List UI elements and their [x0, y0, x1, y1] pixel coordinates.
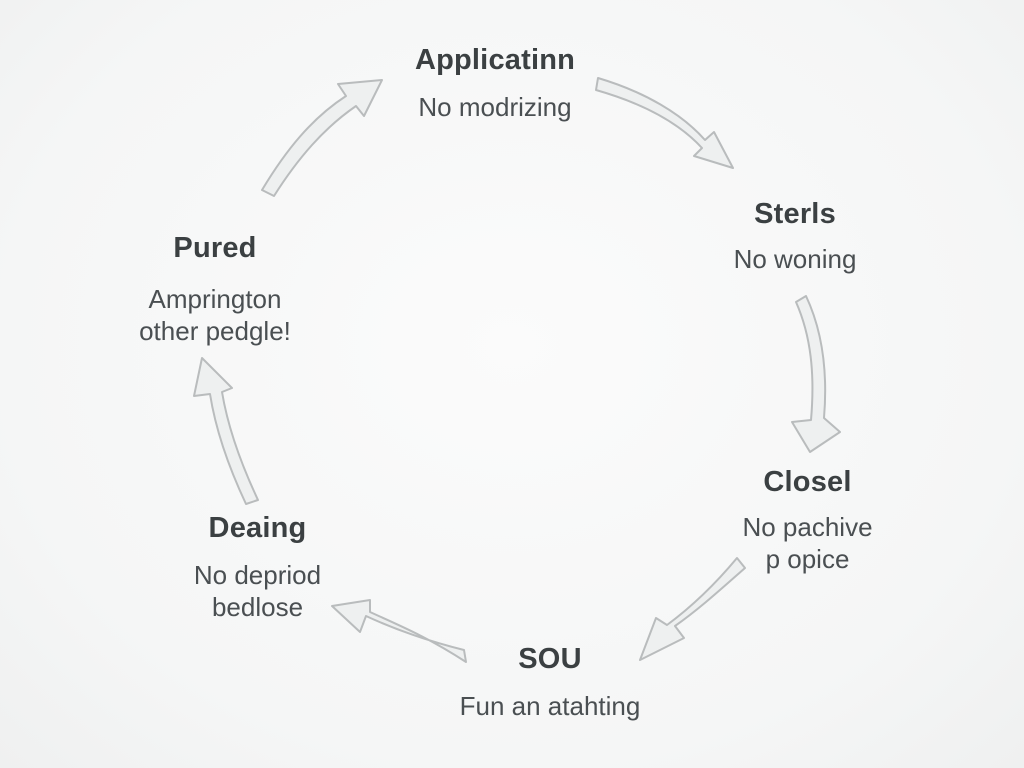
stage-title: Sterls: [754, 198, 836, 230]
arrow-left-to-top: [261, 79, 383, 197]
stage-description-line: p opice: [765, 544, 850, 574]
stage-left-lower: Deaing No depriod bedlose: [150, 512, 365, 623]
stage-description-line: No woning: [733, 244, 857, 274]
stage-title: Deaing: [208, 512, 307, 544]
stage-top: Applicatinn No modrizing: [370, 44, 620, 123]
stage-description-line: Amprington: [148, 284, 282, 314]
stage-description: No depriod bedlose: [150, 559, 365, 623]
stage-right: Sterls No woning: [700, 198, 890, 275]
stage-right-lower: Closel No pachive p opice: [705, 466, 910, 575]
stage-description-line: bedlose: [211, 592, 304, 622]
stage-description: Fun an atahting: [420, 690, 680, 722]
arrow-left2-to-left: [193, 357, 259, 505]
stage-description: No modrizing: [370, 91, 620, 123]
stage-left: Pured Amprington other pedgle!: [105, 232, 325, 347]
stage-bottom: SOU Fun an atahting: [420, 643, 680, 722]
stage-title: Applicatinn: [414, 44, 576, 76]
stage-description-line: No depriod: [193, 560, 322, 590]
stage-title: Pured: [173, 232, 257, 264]
arrow-top-to-right: [595, 77, 734, 169]
stage-description-line: No pachive: [742, 512, 873, 542]
stage-title: Closel: [763, 466, 852, 498]
stage-description-line: No modrizing: [418, 92, 572, 122]
stage-title: SOU: [518, 643, 582, 675]
stage-description: Amprington other pedgle!: [105, 283, 325, 347]
arrow-right2-to-bottom: [639, 557, 746, 661]
stage-description: No pachive p opice: [705, 511, 910, 575]
stage-description-line: other pedgle!: [139, 316, 291, 346]
stage-description: No woning: [700, 243, 890, 275]
arrow-bottom-to-left2: [331, 599, 467, 663]
stage-description-line: Fun an atahting: [459, 691, 641, 721]
arrow-right-to-right2: [791, 295, 841, 453]
